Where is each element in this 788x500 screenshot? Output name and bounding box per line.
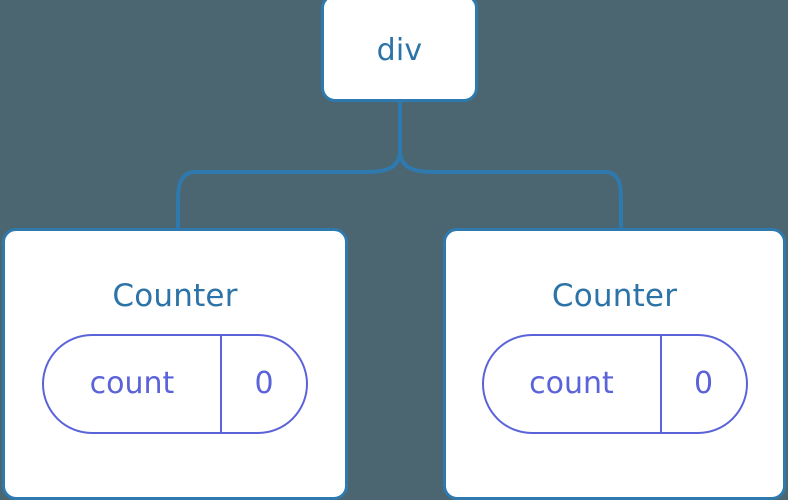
state-pill-left[interactable]: count 0 (42, 334, 308, 434)
state-value-right: 0 (659, 336, 746, 432)
state-key-right: count (529, 366, 614, 401)
connector-to-counter-left (176, 148, 402, 230)
node-div-label: div (376, 33, 423, 68)
state-key-left: count (89, 366, 175, 401)
state-value-left: 0 (220, 336, 306, 432)
node-counter-left-label: Counter (112, 278, 238, 314)
node-counter-right[interactable]: Counter count 0 (443, 228, 786, 500)
node-div[interactable]: div (321, 0, 478, 102)
node-counter-left[interactable]: Counter count 0 (2, 228, 348, 500)
state-pill-right[interactable]: count 0 (481, 334, 748, 434)
connector-to-counter-right (398, 148, 623, 230)
node-counter-right-label: Counter (551, 278, 678, 314)
